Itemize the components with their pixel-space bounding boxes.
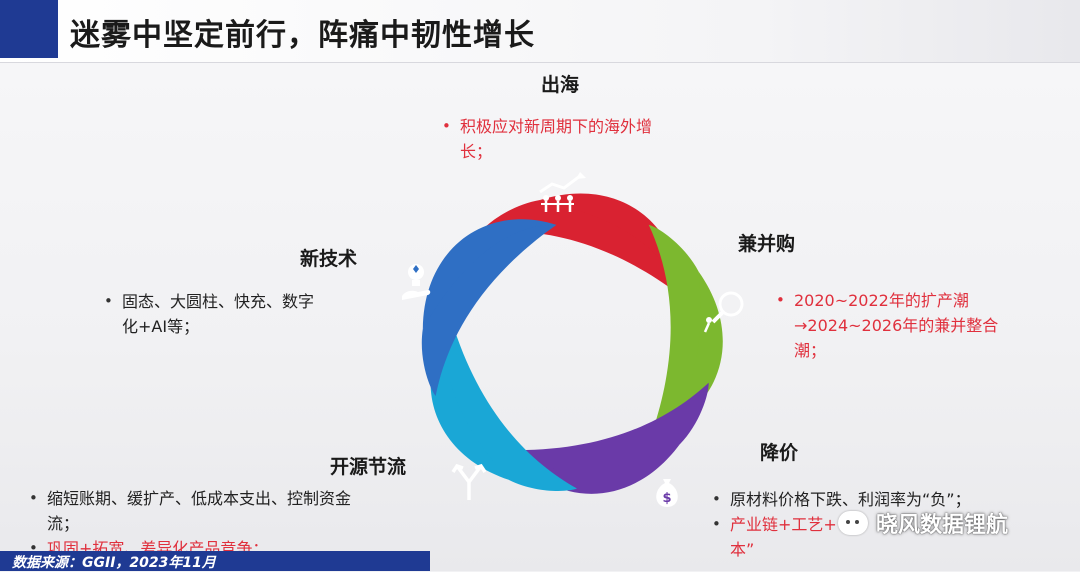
bullets-chuhai: 积极应对新周期下的海外增 长；	[438, 114, 708, 164]
section-title-chuhai: 出海	[541, 74, 580, 96]
title-bar: 迷雾中坚定前行，阵痛中韧性增长	[0, 0, 1080, 63]
section-title-kaiyuan: 开源节流	[330, 456, 407, 478]
bullet-xinjishu-2-continuation: 化+AI等；	[122, 317, 200, 336]
bullet-chuhai-1: 积极应对新周期下的海外增	[438, 114, 708, 139]
section-title-jianbinggou: 兼并购	[738, 233, 796, 255]
bullet-jiangjia-1: 原材料价格下跌、利润率为“负”；	[708, 487, 1078, 512]
page-title: 迷雾中坚定前行，阵痛中韧性增长	[70, 18, 535, 53]
fork-arrows-icon	[451, 463, 487, 500]
bullet-kaiyuan-2-continuation: 流；	[47, 514, 80, 533]
bullets-xinjishu: 固态、大圆柱、快充、数字 化+AI等；	[100, 289, 375, 339]
section-title-xinjishu: 新技术	[300, 248, 358, 270]
title-accent-block	[0, 0, 58, 58]
section-title-jiangjia: 降价	[760, 442, 799, 464]
watermark-text: 晓风数据锂航	[876, 513, 1009, 538]
watermark: 晓风数据锂航	[838, 508, 1008, 538]
petal-cyan	[430, 320, 577, 491]
bullet-jiangjia-2: 产业链+工艺+	[708, 512, 1078, 537]
bullet-chuhai-2-continuation: 长；	[460, 142, 493, 161]
lightbulb-hand-icon	[402, 264, 431, 300]
bullets-jianbinggou: 2020~2022年的扩产潮 →2024~2026年的兼并整合 潮；	[772, 288, 1072, 363]
source-note: 数据来源：GGII，2023年11月	[12, 555, 216, 571]
bullet-kaiyuan-1: 缩短账期、缓扩产、低成本支出、控制资金	[25, 486, 425, 511]
bullet-jianbinggou-1: 2020~2022年的扩产潮	[772, 288, 1072, 313]
bullets-kaiyuan: 缩短账期、缓扩产、低成本支出、控制资金 流； 巩固+拓宽、差异化产品竞争；	[25, 486, 425, 561]
bullet-jianbinggou-3-continuation: 潮；	[794, 341, 827, 360]
growth-people-icon	[539, 172, 586, 212]
wechat-logo-icon	[838, 511, 868, 535]
bullet-xinjishu-1: 固态、大圆柱、快充、数字	[100, 289, 375, 314]
svg-text:$: $	[662, 491, 671, 506]
bullets-jiangjia: 原材料价格下跌、利润率为“负”； 产业链+工艺+ 本”	[708, 487, 1078, 562]
money-bag-icon: $	[656, 479, 678, 507]
petal-blue	[421, 219, 557, 396]
magnifier-person-icon	[703, 291, 744, 333]
source-bar: 数据来源：GGII，2023年11月	[0, 551, 430, 571]
bullet-jianbinggou-2-continuation: →2024~2026年的兼并整合	[794, 316, 999, 335]
pinwheel-diagram: $	[402, 172, 744, 507]
bullet-jiangjia-3-continuation: 本”	[730, 540, 755, 559]
